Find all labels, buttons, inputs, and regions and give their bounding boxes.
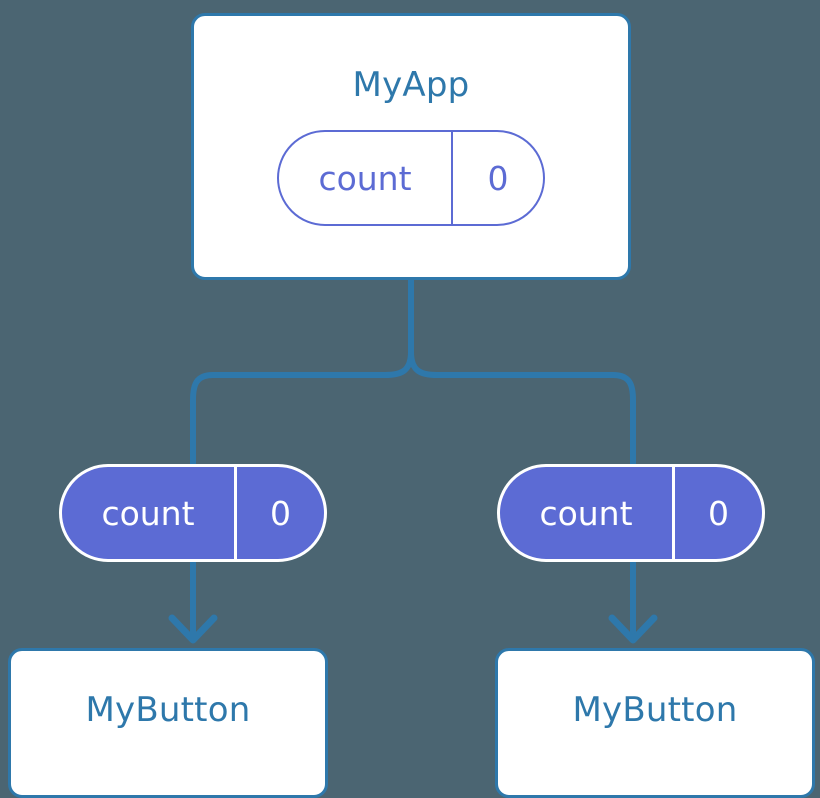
prop-pill-left-count[interactable]: count 0 — [59, 464, 327, 562]
root-component-card[interactable]: MyApp count 0 — [191, 13, 631, 280]
diagram-canvas: MyApp count 0 count 0 count 0 MyButton M… — [8, 13, 815, 798]
child-component-title-right: MyButton — [572, 690, 738, 730]
child-component-card-right[interactable]: MyButton — [495, 648, 815, 798]
prop-pill-right-key: count — [539, 493, 633, 533]
arrow-left-head-icon — [168, 614, 218, 644]
prop-pill-left-value: 0 — [234, 467, 324, 559]
arrow-right-head-icon — [608, 614, 658, 644]
prop-pill-right-count[interactable]: count 0 — [497, 464, 765, 562]
state-pill-value: 0 — [451, 132, 543, 224]
root-component-title: MyApp — [352, 65, 470, 105]
connector-fork-left — [190, 351, 414, 466]
state-pill-key: count — [318, 158, 412, 198]
prop-pill-right-value: 0 — [672, 467, 762, 559]
child-component-title-left: MyButton — [85, 690, 251, 730]
state-pill-count[interactable]: count 0 — [277, 130, 545, 226]
prop-pill-left-key: count — [101, 493, 195, 533]
child-component-card-left[interactable]: MyButton — [8, 648, 328, 798]
connector-fork-right — [408, 351, 636, 466]
